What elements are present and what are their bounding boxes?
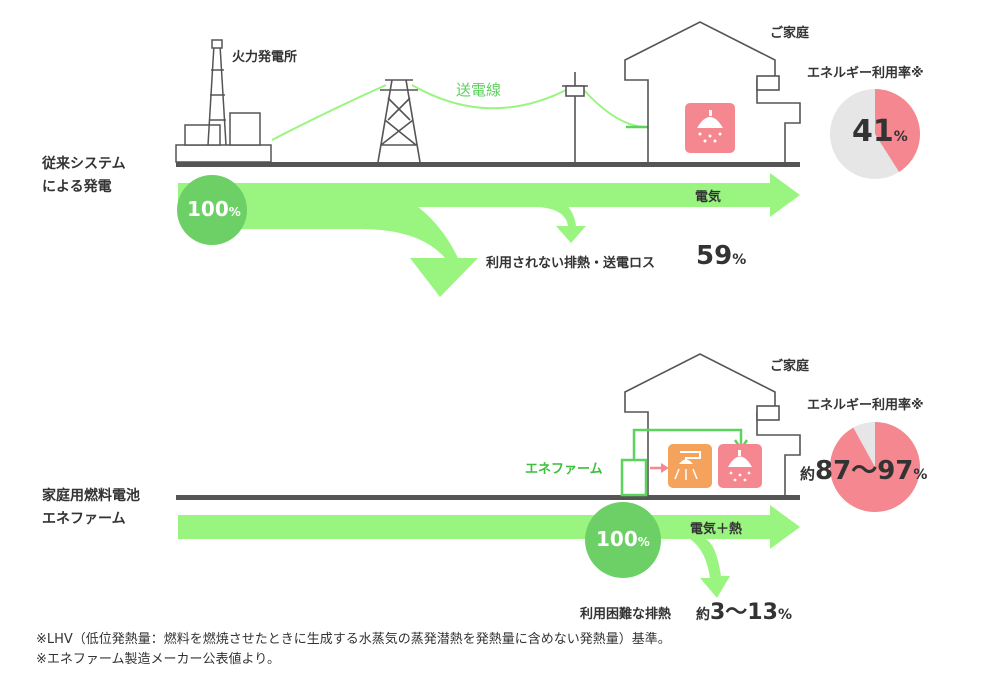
bottom-efficiency-slice <box>830 422 921 512</box>
shower-icon-bottom <box>728 450 752 482</box>
water-heater-icon <box>674 451 701 480</box>
top-efficiency-slice <box>875 89 920 172</box>
bottom-loss-range: 3～13 <box>710 600 778 625</box>
transmission-wire-1 <box>271 84 387 141</box>
power-plant-icon <box>175 39 272 163</box>
house-icon <box>624 21 801 162</box>
bottom-loss-percent: 約3～13% <box>696 594 792 626</box>
bottom-efficiency-pie <box>830 422 921 512</box>
bottom-efficiency-range: 87～97 <box>815 456 914 486</box>
power-plant-label: 火力発電所 <box>232 50 298 65</box>
top-system-label-line2: による発電 <box>42 178 112 195</box>
transmission-tower-icon <box>377 79 421 163</box>
top-small-loss-flow <box>525 195 586 243</box>
bottom-efficiency-prefix: 約 <box>800 465 816 483</box>
bottom-loss-label: 利用困難な排熱 <box>580 607 672 622</box>
transmission-wire-3 <box>581 87 645 128</box>
bottom-home-label: ご家庭 <box>770 359 810 374</box>
top-input-circle <box>177 175 247 245</box>
top-efficiency-title: エネルギー利用率※ <box>807 66 924 81</box>
top-system-label: 従来システム による発電 <box>42 156 126 196</box>
top-loss-flow <box>200 183 478 297</box>
bottom-input-circle <box>585 502 661 578</box>
water-heater-icon-bg <box>668 444 712 488</box>
top-input-percent: 100% <box>187 197 241 221</box>
bottom-output-label: 電気＋熱 <box>690 522 743 537</box>
top-efficiency-value: 41% <box>852 114 908 149</box>
top-loss-percent-value: 59 <box>696 241 733 271</box>
bottom-system-label: 家庭用燃料電池 エネファーム <box>42 488 140 528</box>
top-electricity-label: 電気 <box>695 190 722 205</box>
top-efficiency-number: 41 <box>852 114 894 149</box>
top-system-label-line1: 従来システム <box>42 156 126 172</box>
top-loss-label: 利用されない排熱・送電ロス <box>486 256 656 271</box>
top-loss-percent: 59% <box>696 241 746 271</box>
transmission-wire-2 <box>411 84 571 110</box>
top-efficiency-pie <box>830 89 920 179</box>
top-home-label: ご家庭 <box>770 26 810 41</box>
house-icon-bottom <box>624 353 801 495</box>
shower-icon <box>697 110 723 143</box>
top-input-percent-sign: % <box>228 205 241 219</box>
bottom-loss-prefix: 約 <box>696 607 710 623</box>
bottom-efficiency-sign: % <box>913 467 928 483</box>
bottom-efficiency-title: エネルギー利用率※ <box>807 398 924 413</box>
heat-arrowhead <box>661 463 669 473</box>
bottom-input-percent-value: 100 <box>596 527 638 551</box>
bottom-loss-sign: % <box>777 607 792 623</box>
enefarm-label: エネファーム <box>525 462 603 477</box>
top-input-percent-value: 100 <box>187 197 229 221</box>
bottom-efficiency-value: 約87～97% <box>800 450 927 487</box>
top-ground-line <box>176 162 800 167</box>
bottom-ground-line <box>176 495 800 500</box>
enefarm-unit-icon <box>620 458 648 497</box>
bottom-system-label-line2: エネファーム <box>42 510 126 527</box>
enefarm-pipe <box>632 428 743 462</box>
footnote-manufacturer: ※エネファーム製造メーカー公表値より。 <box>36 652 280 667</box>
top-loss-percent-sign: % <box>732 252 747 268</box>
footnote-lhv: ※LHV（低位発熱量：燃料を燃焼させたときに生成する水蒸気の蒸発潜熱を発熱量に含… <box>36 632 671 647</box>
bottom-loss-flow <box>690 539 730 598</box>
top-efficiency-sign: % <box>893 129 908 145</box>
top-electricity-flow <box>178 173 800 217</box>
utility-pole-icon <box>562 72 588 162</box>
bottom-system-label-line1: 家庭用燃料電池 <box>42 488 140 504</box>
transmission-line-label: 送電線 <box>456 81 502 99</box>
bottom-input-percent: 100% <box>596 527 650 551</box>
bottom-input-percent-sign: % <box>637 535 650 549</box>
